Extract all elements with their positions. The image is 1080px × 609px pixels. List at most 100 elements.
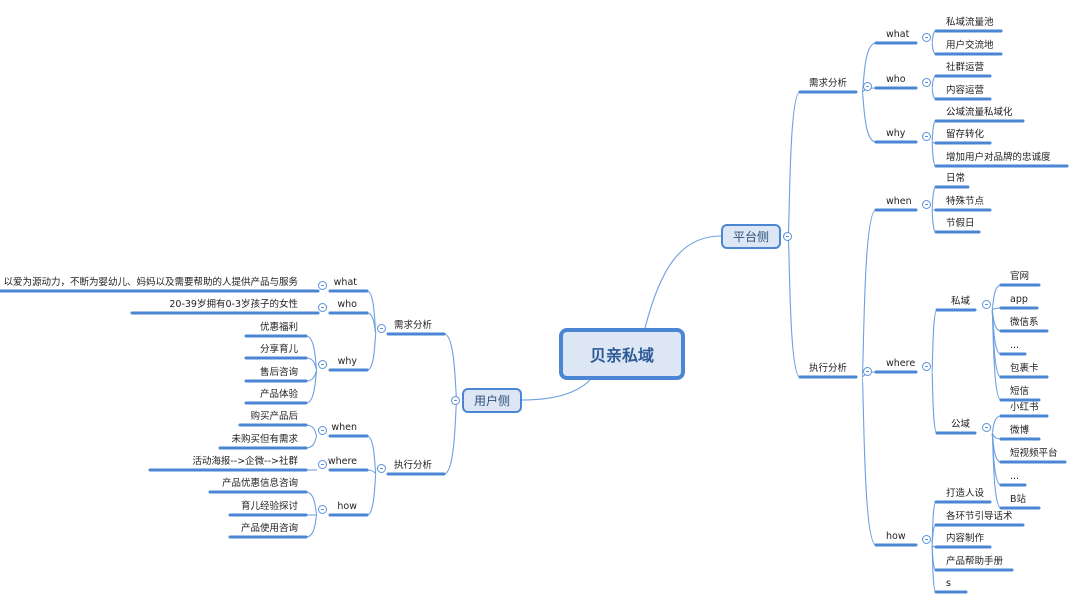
- connector-line: [931, 87, 937, 100]
- topic-node[interactable]: 需求分析: [393, 320, 432, 331]
- topic-node[interactable]: 特殊节点: [946, 196, 985, 207]
- collapse-icon[interactable]: [318, 281, 327, 290]
- topic-node[interactable]: 留存转化: [946, 129, 985, 140]
- connector-line: [366, 333, 377, 371]
- topic-node[interactable]: 产品优惠信息咨询: [221, 478, 298, 489]
- topic-node[interactable]: 育儿经验探讨: [240, 501, 298, 512]
- collapse-icon[interactable]: [982, 300, 991, 309]
- topic-node[interactable]: how: [886, 531, 906, 542]
- connector-line: [861, 91, 877, 143]
- topic-node[interactable]: B站: [1010, 494, 1027, 505]
- topic-node[interactable]: 产品使用咨询: [240, 523, 298, 534]
- connector-line: [366, 312, 377, 335]
- collapse-icon[interactable]: [982, 423, 991, 432]
- topic-node[interactable]: who: [886, 74, 906, 85]
- root-node-label: 贝亲私域: [589, 346, 654, 365]
- connector-line: [931, 30, 937, 44]
- connector-line: [305, 435, 318, 449]
- topic-node[interactable]: why: [337, 356, 357, 367]
- collapse-icon[interactable]: [318, 360, 327, 369]
- collapse-icon[interactable]: [377, 324, 386, 333]
- topic-node[interactable]: 各环节引导话术: [946, 511, 1013, 522]
- collapse-icon[interactable]: [863, 367, 872, 376]
- topic-node[interactable]: 活动海报-->企微-->社群: [192, 456, 298, 467]
- platform-side-node[interactable]: 平台侧: [721, 224, 781, 249]
- topic-node[interactable]: 小红书: [1010, 402, 1039, 413]
- topic-node[interactable]: 增加用户对品牌的忠诚度: [946, 152, 1051, 163]
- topic-node[interactable]: who: [337, 299, 357, 310]
- topic-node[interactable]: 公域: [951, 419, 971, 430]
- topic-node[interactable]: app: [1010, 294, 1028, 305]
- topic-node[interactable]: where: [886, 358, 916, 369]
- collapse-icon[interactable]: [451, 396, 460, 405]
- topic-node[interactable]: 以爱为源动力，不断为婴幼儿、妈妈以及需要帮助的人提供产品与服务: [3, 277, 298, 288]
- collapse-icon[interactable]: [863, 82, 872, 91]
- topic-node[interactable]: 日常: [946, 173, 966, 184]
- topic-node[interactable]: 微信系: [1010, 317, 1039, 328]
- topic-node[interactable]: 优惠福利: [259, 322, 298, 333]
- topic-node[interactable]: 产品体验: [259, 389, 298, 400]
- topic-node[interactable]: 公域流量私域化: [946, 107, 1013, 118]
- topic-node[interactable]: 需求分析: [809, 78, 848, 89]
- topic-node[interactable]: ...: [1010, 340, 1020, 351]
- topic-node[interactable]: how: [337, 501, 357, 512]
- topic-node[interactable]: 打造人设: [946, 488, 985, 499]
- topic-node[interactable]: 短信: [1010, 386, 1030, 397]
- connector-line: [644, 235, 722, 329]
- connector-line: [787, 91, 801, 237]
- collapse-icon[interactable]: [318, 426, 327, 435]
- collapse-icon[interactable]: [922, 132, 931, 141]
- topic-node[interactable]: when: [886, 196, 912, 207]
- topic-node[interactable]: 未购买但有需求: [231, 434, 298, 445]
- topic-node[interactable]: 执行分析: [393, 460, 432, 471]
- topic-node[interactable]: ...: [1010, 471, 1020, 482]
- topic-node[interactable]: 私域流量池: [946, 17, 994, 28]
- topic-node[interactable]: when: [331, 422, 357, 433]
- connector-line: [931, 141, 937, 167]
- topic-node[interactable]: 购买产品后: [250, 411, 298, 422]
- topic-node[interactable]: 用户交流地: [946, 40, 994, 51]
- collapse-icon[interactable]: [922, 200, 931, 209]
- topic-node[interactable]: 内容制作: [946, 533, 985, 544]
- connector-line: [931, 42, 937, 55]
- collapse-icon[interactable]: [318, 505, 327, 514]
- topic-node[interactable]: 私域: [951, 296, 971, 307]
- topic-node[interactable]: 节假日: [946, 218, 975, 229]
- topic-node[interactable]: 社群运营: [946, 62, 985, 73]
- topic-node[interactable]: 短视频平台: [1010, 448, 1058, 459]
- topic-node[interactable]: 内容运营: [946, 85, 985, 96]
- connector-line: [931, 186, 937, 211]
- topic-node[interactable]: 执行分析: [809, 363, 848, 374]
- collapse-icon[interactable]: [318, 460, 327, 469]
- topic-node[interactable]: 包裹卡: [1010, 363, 1039, 374]
- collapse-icon[interactable]: [922, 33, 931, 42]
- connector-line: [991, 284, 1002, 311]
- topic-node[interactable]: why: [886, 128, 906, 139]
- connector-line: [443, 399, 458, 475]
- connector-line: [931, 309, 938, 373]
- root-node[interactable]: 贝亲私域: [559, 328, 685, 380]
- collapse-icon[interactable]: [318, 303, 327, 312]
- topic-node[interactable]: 20-39岁拥有0-3岁孩子的女性: [169, 299, 298, 310]
- topic-node[interactable]: s: [946, 578, 951, 589]
- topic-node[interactable]: 分享育儿: [259, 344, 298, 355]
- connector-line: [931, 544, 937, 593]
- collapse-icon[interactable]: [377, 464, 386, 473]
- topic-node[interactable]: 微博: [1010, 425, 1030, 436]
- collapse-icon[interactable]: [783, 232, 792, 241]
- user-side-node[interactable]: 用户侧: [462, 388, 522, 413]
- collapse-icon[interactable]: [922, 362, 931, 371]
- collapse-icon[interactable]: [922, 78, 931, 87]
- topic-node[interactable]: where: [327, 456, 357, 467]
- topic-node[interactable]: what: [333, 277, 357, 288]
- topic-node[interactable]: what: [886, 29, 910, 40]
- topic-node[interactable]: 官网: [1010, 271, 1030, 282]
- topic-node[interactable]: 产品帮助手册: [946, 556, 1004, 567]
- connector-line: [521, 379, 591, 401]
- connector-line: [861, 42, 877, 93]
- collapse-icon[interactable]: [922, 535, 931, 544]
- topic-node[interactable]: 售后咨询: [259, 367, 298, 378]
- connector-line: [931, 371, 938, 434]
